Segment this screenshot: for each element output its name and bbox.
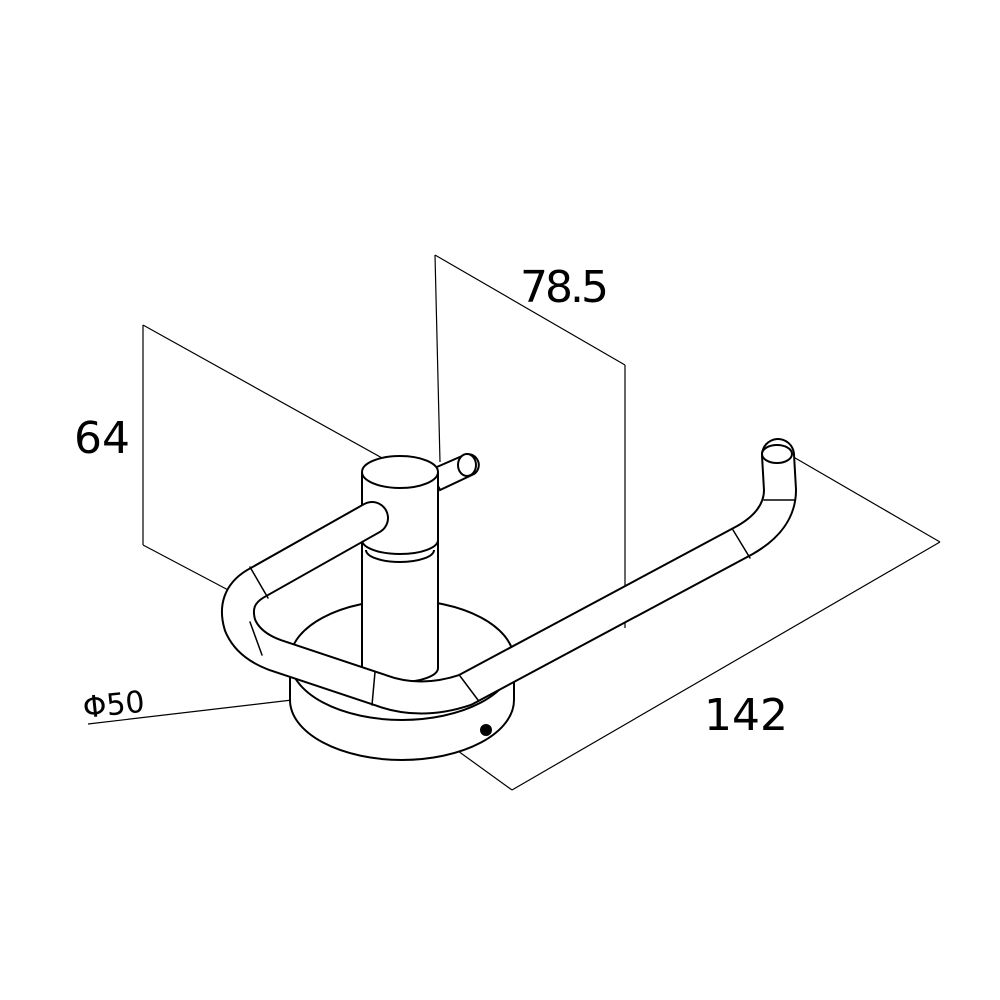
dim-78-5-line — [434, 254, 626, 366]
dim-142-line — [511, 541, 941, 791]
dim-78-5-ext-left — [434, 254, 441, 463]
rod-body — [222, 440, 795, 713]
dim-phi50-leader — [87, 699, 293, 725]
screw-hole — [480, 724, 492, 736]
dim-64-ext-top — [142, 324, 401, 469]
dim-64-label: 64 — [74, 413, 130, 464]
dim-142-label: 142 — [704, 690, 788, 741]
post-top — [361, 455, 439, 489]
dim-78-5-label: 78.5 — [520, 262, 606, 313]
dimension-lines — [87, 254, 941, 791]
rod — [220, 438, 797, 715]
dim-64-ext-bottom — [142, 544, 233, 593]
rod-joints — [249, 499, 796, 706]
post-ring-2 — [365, 549, 435, 563]
post-ring — [361, 539, 439, 555]
pin-end — [457, 453, 477, 477]
dim-phi50-label: Φ50 — [81, 685, 146, 726]
dim-142-ext-right — [789, 454, 941, 543]
rod-end — [761, 444, 793, 464]
